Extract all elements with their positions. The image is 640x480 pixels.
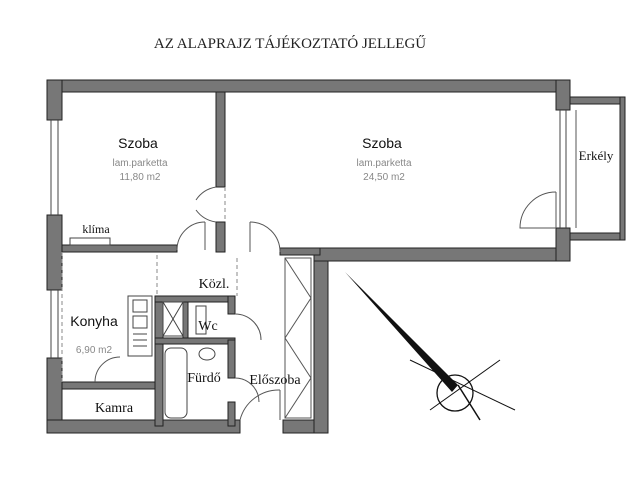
room-name-kozl: Közl. (199, 277, 230, 292)
dashed-lines (61, 187, 238, 382)
bath-fixtures (162, 301, 216, 419)
room-area-konyha: 6,90 m2 (76, 345, 113, 356)
doors (94, 186, 557, 421)
plan-title: AZ ALAPRAJZ TÁJÉKOZTATÓ JELLEGŰ (154, 35, 426, 52)
room-area-szoba-right: 24,50 m2 (363, 172, 405, 183)
room-name-konyha: Konyha (70, 313, 118, 329)
wardrobe (284, 257, 312, 419)
room-name-wc: Wc (198, 319, 217, 334)
balcony (569, 96, 626, 241)
north-arrow-icon (345, 272, 516, 421)
room-name-erkely: Erkély (579, 148, 614, 163)
kitchen-counter (127, 295, 153, 357)
room-area-szoba-left: 11,80 m2 (120, 172, 161, 183)
room-name-kamra: Kamra (95, 401, 134, 416)
walls (46, 79, 571, 434)
room-name-eloszoba: Előszoba (249, 373, 301, 388)
room-name-szoba-right: Szoba (362, 135, 402, 151)
label-klima: klíma (82, 222, 110, 236)
room-floor-szoba-left: lam.parketta (112, 158, 167, 169)
room-name-furdo: Fürdő (187, 371, 220, 386)
windows (50, 110, 567, 358)
klima-unit (69, 237, 111, 246)
room-floor-szoba-right: lam.parketta (356, 158, 411, 169)
room-name-szoba-left: Szoba (118, 135, 158, 151)
